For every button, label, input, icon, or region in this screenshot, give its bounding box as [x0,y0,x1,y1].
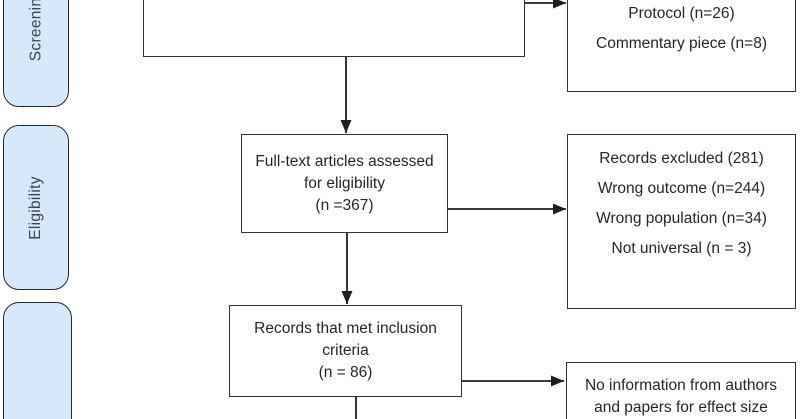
box-text-line: Records that met inclusion [254,320,437,337]
stage-pill-screening: Screening [3,0,69,107]
box-text-line: Commentary piece (n=8) [596,35,767,52]
box-text-line: for eligibility [304,174,385,192]
box-text-line: Full-text articles assessed [255,152,434,170]
box-exclusion-reasons-top: Protocol (n=26) Commentary piece (n=8) [567,0,796,92]
box-top-partial [143,0,525,57]
box-text-line: criteria [322,342,369,359]
box-text-line: Not universal (n = 3) [611,240,752,257]
box-inclusion-criteria: Records that met inclusion criteria (n =… [229,305,462,397]
stage-label-screening: Screening [27,0,44,61]
box-text-line: (n =367) [315,196,374,214]
box-text-line: Records excluded (281) [599,150,764,167]
box-text-line: Wrong outcome (n=244) [597,180,766,197]
box-text-line: and papers for effect size [594,399,768,416]
stage-label-eligibility: Eligibility [26,175,44,240]
box-text-line: Wrong population (n=34) [596,210,767,227]
box-fulltext-assessed: Full-text articles assessed for eligibil… [241,134,448,233]
box-no-information: No information from authors and papers f… [566,362,796,419]
box-text-line: No information from authors [584,377,778,394]
box-records-excluded: Records excluded (281) Wrong outcome (n=… [567,134,796,309]
stage-pill-eligibility: Eligibility [3,125,69,290]
box-text-line: (n = 86) [318,364,373,381]
stage-pill-bottom [3,302,72,419]
box-text-line: Protocol (n=26) [628,5,735,22]
